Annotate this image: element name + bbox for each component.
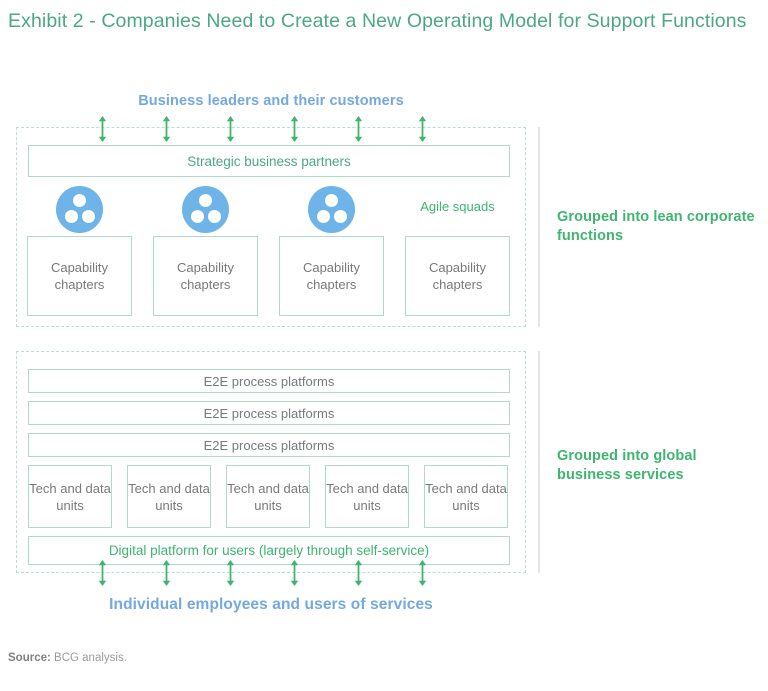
people-icon-dot (64, 210, 78, 223)
people-icon-dot (190, 210, 204, 223)
people-icon-dot (81, 210, 95, 223)
rail-divider-bottom (538, 351, 540, 573)
rail-divider-top (538, 127, 540, 327)
people-icon-dot (316, 210, 330, 223)
agile-squads-label: Agile squads (420, 199, 495, 214)
rail-label-lean-corporate-functions: Grouped into lean corporate functions (557, 209, 755, 244)
e2e-process-platform-bar: E2E process platforms (28, 369, 510, 393)
capability-chapters-box: Capability chapters (27, 236, 132, 316)
digital-platform-box: Digital platform for users (largely thro… (28, 536, 510, 565)
source-label: Source: (8, 652, 51, 664)
rail-label-global-business-services: Grouped into global business services (557, 448, 697, 483)
double-arrow-icon-bottom (289, 560, 300, 586)
bottom-caption-individual-employees: Individual employees and users of servic… (109, 596, 433, 613)
people-icon (308, 186, 355, 233)
strategic-business-partners-box: Strategic business partners (28, 145, 510, 177)
double-arrow-icon-bottom (417, 560, 428, 586)
tech-and-data-units-box: Tech and data units (226, 465, 310, 528)
double-arrow-icon-bottom (353, 560, 364, 586)
double-arrow-icon-bottom (161, 560, 172, 586)
page-title: Exhibit 2 - Companies Need to Create a N… (8, 10, 747, 32)
double-arrow-icon-top (97, 116, 108, 142)
tech-and-data-units-box: Tech and data units (325, 465, 409, 528)
source-text: BCG analysis. (54, 652, 127, 664)
people-icon (182, 186, 229, 233)
people-icon-dot (333, 210, 347, 223)
people-icon-dot (199, 194, 212, 207)
capability-chapters-box: Capability chapters (405, 236, 510, 316)
tech-and-data-units-box: Tech and data units (127, 465, 211, 528)
e2e-process-platform-bar: E2E process platforms (28, 401, 510, 425)
double-arrow-icon-top (225, 116, 236, 142)
double-arrow-icon-top (417, 116, 428, 142)
tech-and-data-units-box: Tech and data units (28, 465, 112, 528)
double-arrow-icon-top (161, 116, 172, 142)
double-arrow-icon-top (353, 116, 364, 142)
people-icon (56, 186, 103, 233)
double-arrow-icon-bottom (225, 560, 236, 586)
tech-and-data-units-box: Tech and data units (424, 465, 508, 528)
capability-chapters-box: Capability chapters (153, 236, 258, 316)
people-icon-dot (325, 194, 338, 207)
e2e-process-platform-bar: E2E process platforms (28, 433, 510, 457)
top-caption-business-leaders: Business leaders and their customers (138, 93, 404, 109)
source-note: Source: BCG analysis. (8, 652, 127, 664)
corporate-functions-group (16, 127, 526, 327)
capability-chapters-box: Capability chapters (279, 236, 384, 316)
double-arrow-icon-bottom (97, 560, 108, 586)
global-business-services-group (16, 351, 526, 573)
double-arrow-icon-top (289, 116, 300, 142)
people-icon-dot (207, 210, 221, 223)
people-icon-dot (73, 194, 86, 207)
